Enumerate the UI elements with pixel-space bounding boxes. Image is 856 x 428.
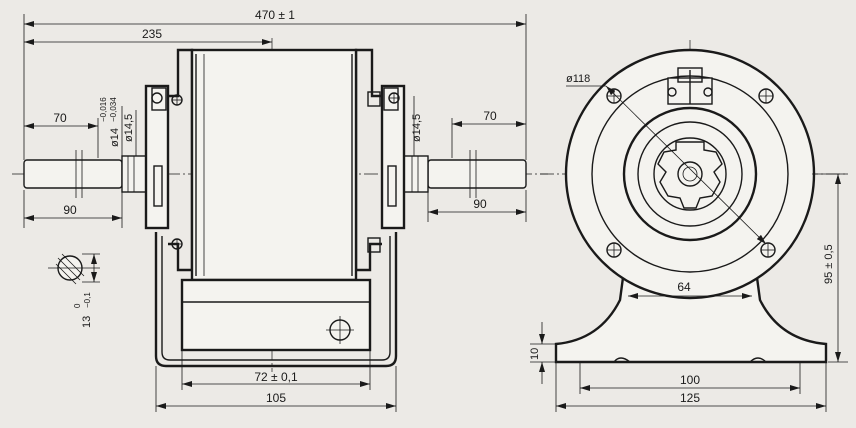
dim-flat-tol-upper: 0 — [73, 303, 82, 308]
dim-foot-thickness: 10 — [529, 348, 541, 360]
dim-inner-width: 64 — [677, 280, 691, 294]
dim-center-height: 95 ± 0,5 — [823, 244, 835, 284]
dim-left-shaft-tol-upper: −0,016 — [99, 97, 108, 122]
dim-flat-tol-lower: −0,1 — [83, 292, 92, 308]
left-shaft — [23, 150, 149, 198]
stator-body — [190, 48, 358, 282]
dim-hole-spacing: 100 — [680, 373, 700, 387]
right-shaft — [399, 150, 527, 198]
dim-left-shaft-diameter: ø14 — [109, 128, 121, 147]
side-view: ø118 64 95 ± 0,5 10 100 125 — [529, 40, 848, 412]
mounting-foot — [154, 232, 398, 368]
dim-foot-hole-spacing: 72 ± 0,1 — [254, 370, 298, 384]
dim-left-shaft-datum: 90 — [63, 203, 77, 217]
dim-flat-base: 13 — [81, 316, 93, 328]
front-view: 470 ± 1 235 70 90 ø14 −0,016 −0,034 ø14,… — [12, 8, 548, 412]
dim-right-shaft-length: 70 — [483, 109, 497, 123]
dim-half-length: 235 — [142, 27, 162, 41]
dim-base-width: 125 — [680, 391, 700, 405]
dim-right-shaft-datum: 90 — [473, 197, 487, 211]
dim-right-collar-diameter: ø14,5 — [411, 114, 423, 142]
left-bearing-bracket — [144, 48, 194, 272]
dim-left-collar-diameter: ø14,5 — [123, 114, 135, 142]
dim-left-shaft-length: 70 — [53, 111, 67, 125]
shaft-end — [677, 161, 703, 187]
dim-left-shaft-tol-lower: −0,034 — [109, 97, 118, 122]
dim-overall-length: 470 ± 1 — [255, 8, 295, 22]
dim-bolt-circle: ø118 — [566, 73, 590, 85]
right-bearing-bracket — [354, 48, 406, 272]
dim-foot-width: 105 — [266, 391, 286, 405]
shaft-section: 13 0 −0,1 — [48, 253, 100, 328]
